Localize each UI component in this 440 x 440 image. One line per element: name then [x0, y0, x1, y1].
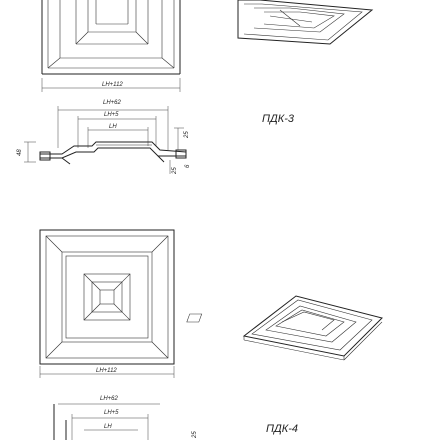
pdk3-dim-left: 48: [17, 149, 23, 156]
pdk4-isometric-view: [186, 295, 383, 361]
pdk3-section-dims: LН+62 LН+5 LН: [57, 100, 169, 150]
pdk4-dim-outer: LН+62: [100, 396, 119, 402]
pdk3-isometric-view: [237, 0, 374, 45]
pdk4-dim-height: 25: [192, 431, 198, 439]
pdk3-dim-outer: LН+62: [103, 100, 122, 106]
pdk3-dim-overall-text: LН+112: [102, 82, 123, 88]
pdk3-top-view: [41, 0, 181, 75]
pdk3-cross-section: [39, 141, 187, 165]
pdk4-dim-mid: LН+5: [104, 410, 119, 416]
pdk4-title: ПДК-4: [266, 423, 298, 435]
pdk4-dim-overall: LН+112: [39, 366, 175, 378]
pdk3-dim-side: 6: [185, 164, 191, 168]
pdk3-dim-overall: LН+112: [41, 78, 181, 92]
pdk4-dim-inner: LН: [104, 424, 112, 430]
pdk3-dim-small: 25: [172, 167, 178, 175]
pdk4-section-dims: LН+62 LН+5 LН 25: [53, 396, 198, 440]
pdk3-side-dims: 48 25 25 6: [17, 127, 191, 175]
pdk3-dim-inner: LН: [109, 124, 117, 130]
pdk4-top-view: [39, 229, 175, 365]
pdk3-dim-mid: LН+5: [104, 112, 119, 118]
pdk3-title: ПДК-3: [262, 113, 295, 125]
pdk4-dim-overall-text: LН+112: [96, 368, 117, 374]
pdk3-dim-height: 25: [184, 131, 190, 139]
